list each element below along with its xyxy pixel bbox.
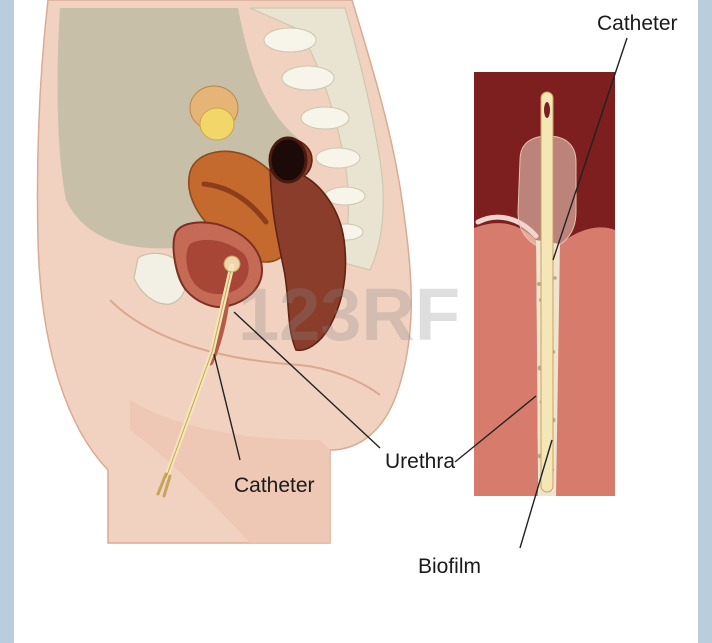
label-catheter-left: Catheter <box>234 474 315 497</box>
inset-catheter-eyelet <box>544 102 550 118</box>
label-urethra: Urethra <box>385 450 455 473</box>
pelvis-cross-section <box>37 0 411 543</box>
label-biofilm: Biofilm <box>418 555 481 578</box>
ovary-follicle <box>200 108 234 140</box>
inset-tissue-right <box>554 227 615 496</box>
inset-catheter <box>541 92 553 492</box>
rectum-lumen <box>270 138 306 182</box>
left-frame-bar <box>0 0 14 643</box>
label-catheter-top: Catheter <box>597 12 678 35</box>
catheter-balloon-left <box>224 256 240 272</box>
right-frame-bar <box>698 0 712 643</box>
watermark-text: 123RF <box>238 273 460 356</box>
inset-tissue <box>474 223 538 496</box>
